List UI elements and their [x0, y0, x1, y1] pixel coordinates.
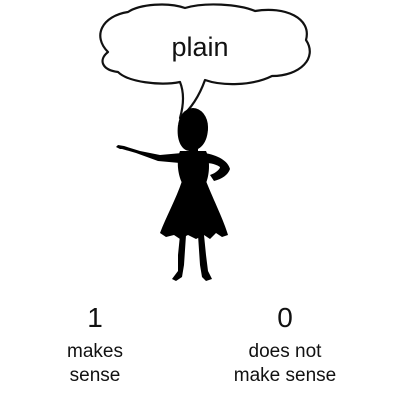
bubble-word: plain — [171, 32, 229, 62]
option-value: 0 — [277, 302, 293, 333]
option-does-not-make-sense[interactable]: 0 does not make sense — [210, 302, 360, 388]
option-makes-sense[interactable]: 1 makes sense — [40, 302, 150, 388]
option-label-line2: make sense — [233, 365, 337, 386]
option-value: 1 — [87, 302, 103, 333]
option-label-line1: makes — [67, 341, 123, 362]
option-label-line2: sense — [69, 365, 121, 386]
speech-bubble — [99, 3, 311, 120]
option-label-line1: does not — [248, 341, 322, 362]
woman-silhouette-icon — [116, 108, 230, 281]
